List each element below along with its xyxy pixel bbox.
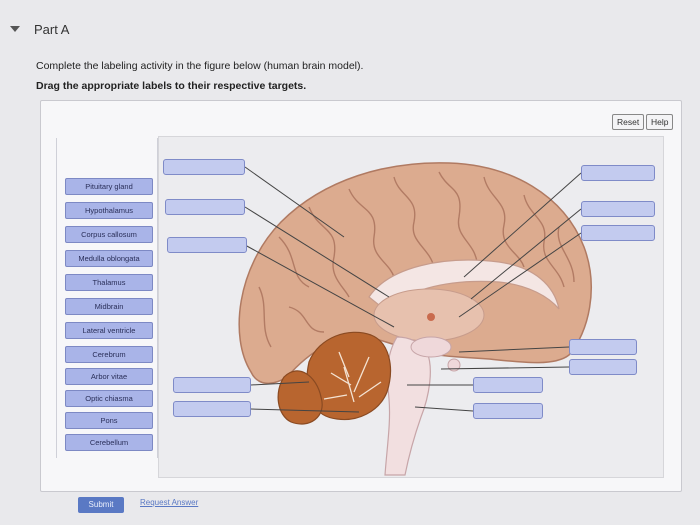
label-pons[interactable]: Pons: [65, 412, 153, 429]
label-thalamus[interactable]: Thalamus: [65, 274, 153, 291]
brainstem-shape: [384, 336, 431, 476]
reset-button[interactable]: Reset: [612, 114, 645, 130]
drop-target[interactable]: [165, 199, 245, 215]
label-lateral-ventricle[interactable]: Lateral ventricle: [65, 322, 153, 339]
drop-target[interactable]: [473, 377, 543, 393]
submit-button[interactable]: Submit: [78, 497, 124, 513]
label-medulla-oblongata[interactable]: Medulla oblongata: [65, 250, 153, 267]
corpus-callosum-shape: [368, 259, 560, 310]
label-midbrain[interactable]: Midbrain: [65, 298, 153, 315]
drop-target[interactable]: [569, 339, 637, 355]
label-cerebrum[interactable]: Cerebrum: [65, 346, 153, 363]
label-hypothalamus[interactable]: Hypothalamus: [65, 202, 153, 219]
brain-illustration: [238, 162, 592, 476]
drop-target[interactable]: [173, 401, 251, 417]
leader-lines: [244, 166, 582, 413]
label-bank: Pituitary gland Hypothalamus Corpus call…: [56, 138, 158, 458]
drop-target[interactable]: [167, 237, 247, 253]
label-corpus-callosum[interactable]: Corpus callosum: [65, 226, 153, 243]
pituitary-shape: [447, 358, 461, 372]
label-cerebellum[interactable]: Cerebellum: [65, 434, 153, 451]
label-arbor-vitae[interactable]: Arbor vitae: [65, 368, 153, 385]
label-pituitary-gland[interactable]: Pituitary gland: [65, 178, 153, 195]
drop-target[interactable]: [581, 165, 655, 181]
thalamus-dot: [427, 313, 435, 321]
brain-figure: [158, 136, 664, 478]
drop-target[interactable]: [569, 359, 637, 375]
drop-target[interactable]: [163, 159, 245, 175]
drop-target[interactable]: [473, 403, 543, 419]
instruction-bold-text: Drag the appropriate labels to their res…: [36, 80, 307, 92]
drop-target[interactable]: [173, 377, 251, 393]
instruction-text: Complete the labeling activity in the fi…: [36, 60, 364, 72]
optic-region-shape: [410, 336, 452, 358]
label-optic-chiasma[interactable]: Optic chiasma: [65, 390, 153, 407]
collapse-arrow-icon[interactable]: [10, 26, 20, 32]
help-button[interactable]: Help: [646, 114, 674, 130]
arbor-vitae-lines: [323, 351, 382, 403]
part-title[interactable]: Part A: [34, 22, 70, 37]
gyri-lines: [258, 171, 575, 348]
request-answer-link[interactable]: Request Answer: [140, 498, 199, 507]
drop-target[interactable]: [581, 225, 655, 241]
drop-target[interactable]: [581, 201, 655, 217]
